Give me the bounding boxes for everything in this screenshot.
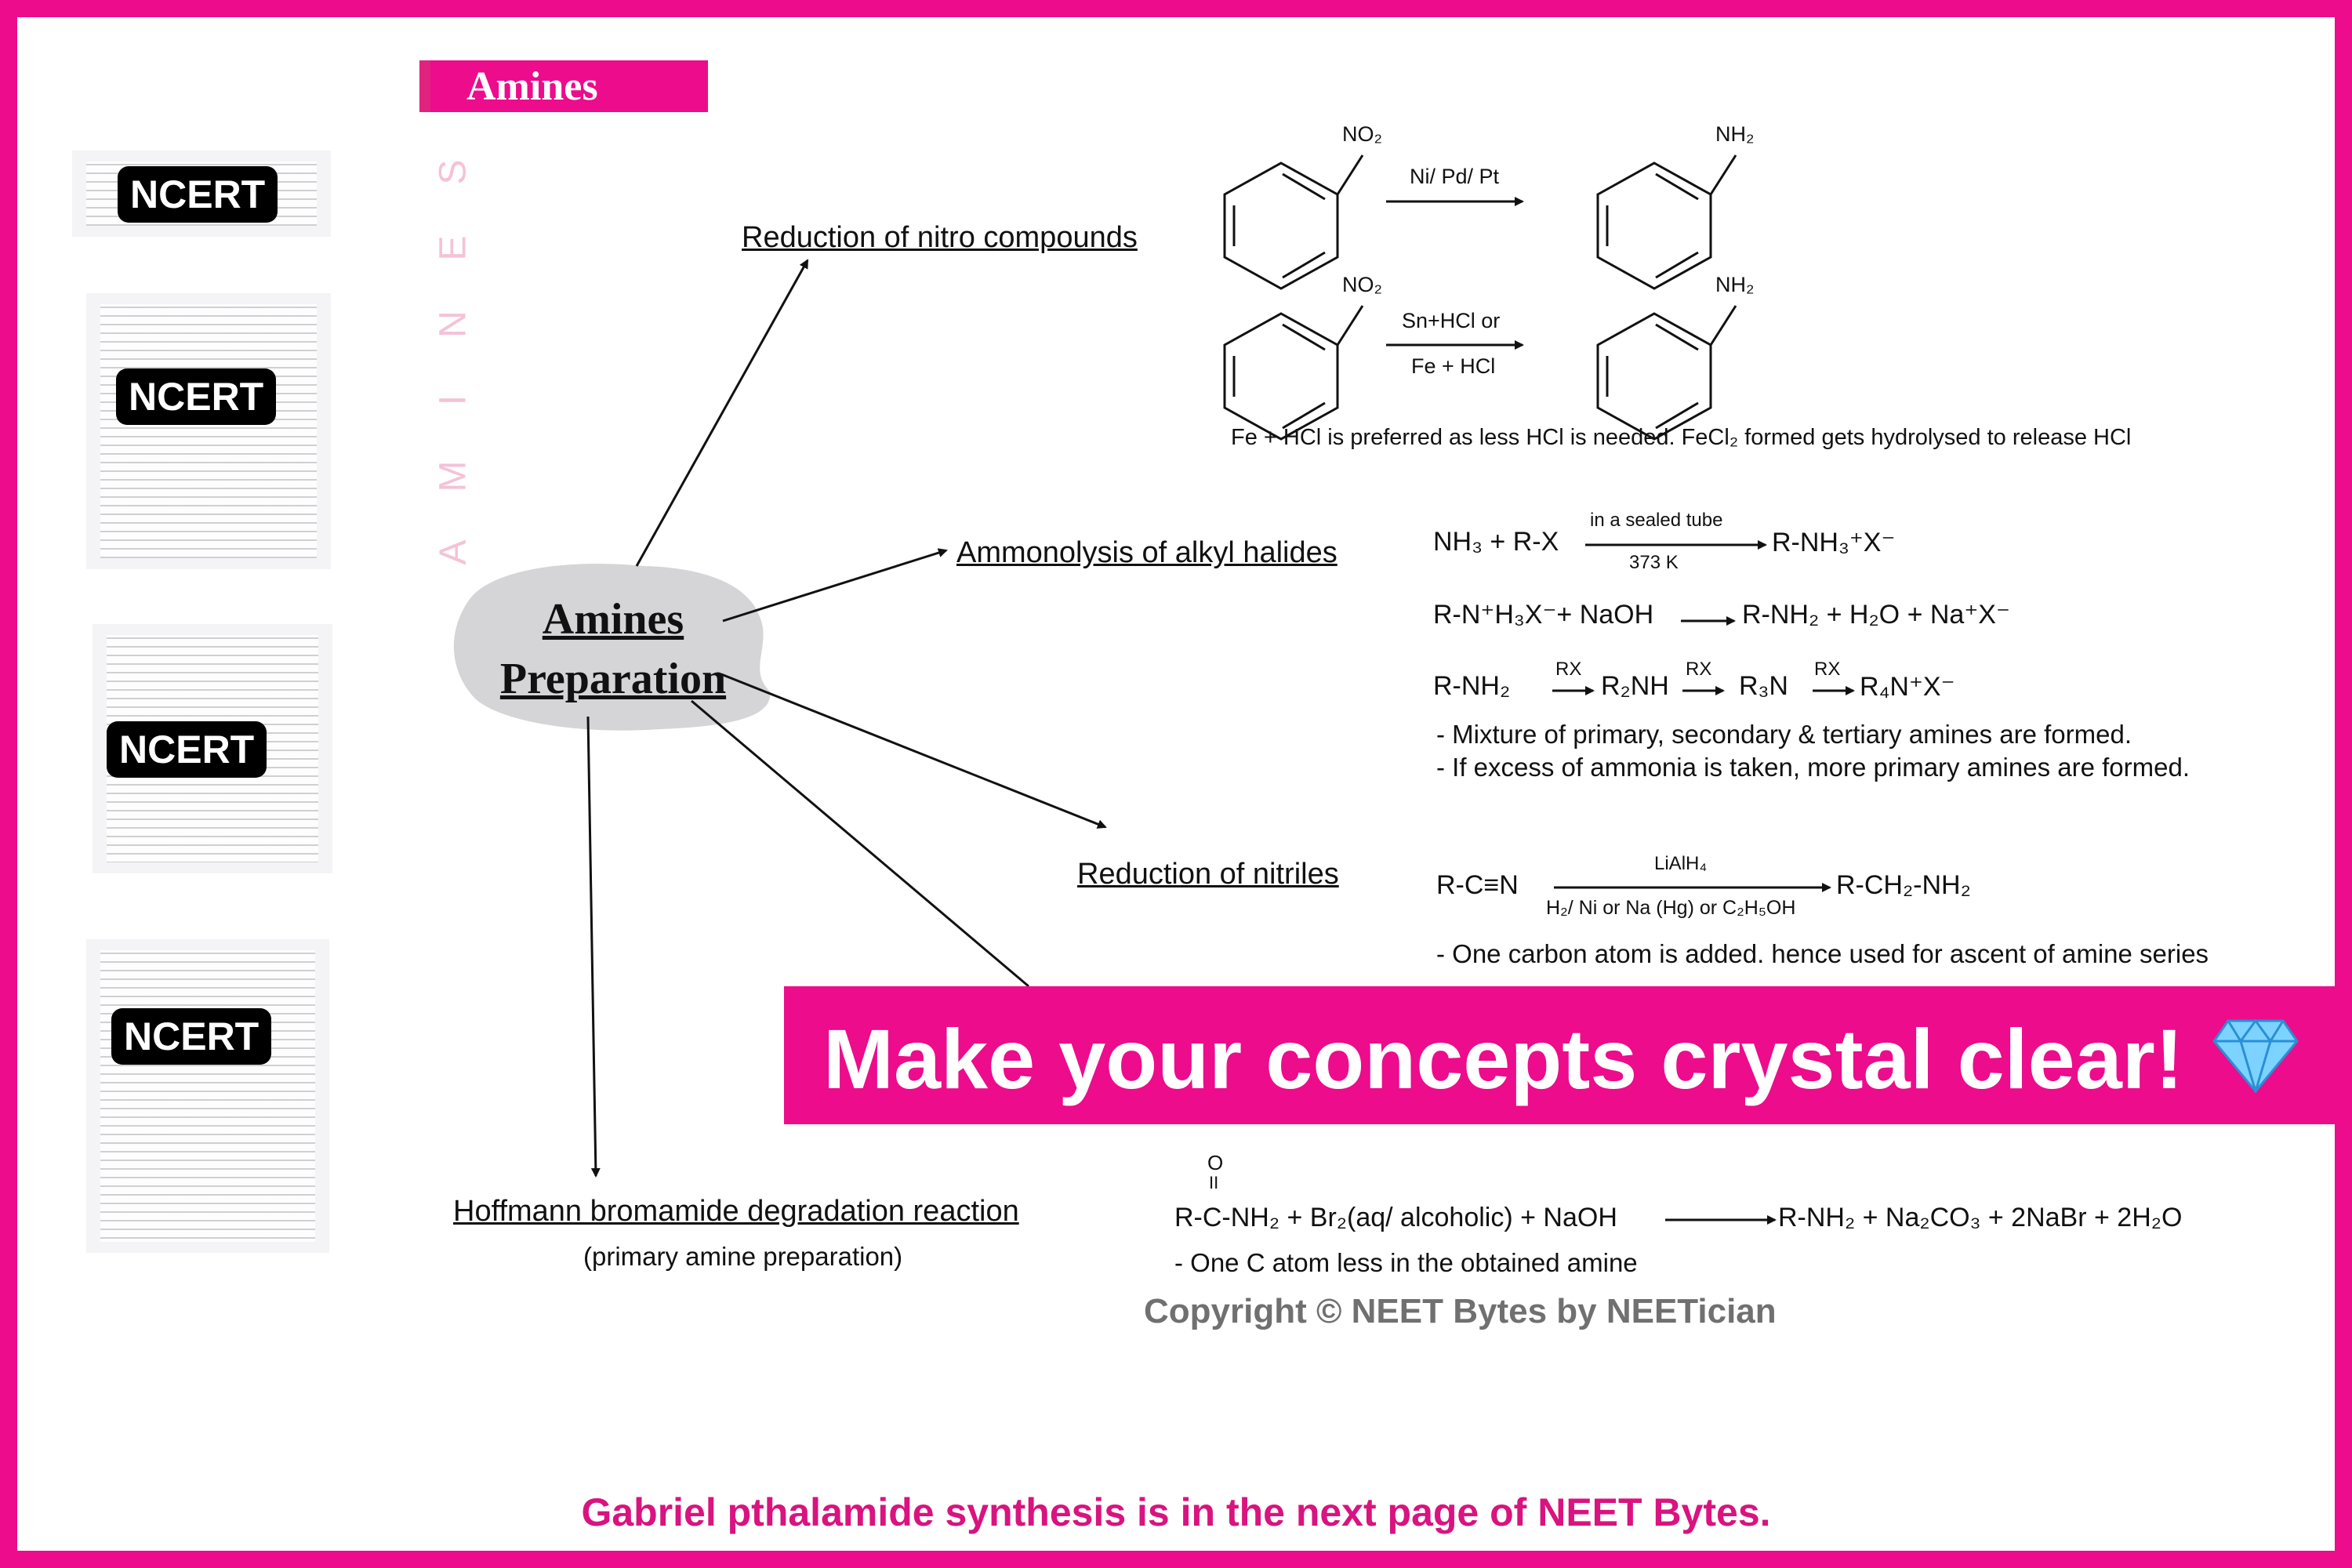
branch-title-nitriles: Reduction of nitriles [1077,858,1339,891]
nitro-group-label: NO₂ [1342,273,1382,296]
equation-left: NH₃ + R-X [1433,527,1559,557]
branch-title-nitro: Reduction of nitro compounds [742,221,1138,254]
reagent-label: Sn+HCl or [1402,309,1501,332]
equation-right: R-NH₃⁺X⁻ [1772,528,1896,557]
ncert-thumbnail-2[interactable] [86,293,331,569]
arrow-to-ammonolysis [722,548,948,622]
center-blob [453,564,771,731]
amine-species: R-NH₂ [1433,671,1511,701]
branch-title-ammonolysis: Ammonolysis of alkyl halides [956,536,1338,569]
branch-title-hoffmann: Hoffmann bromamide degradation reaction [453,1195,1019,1228]
banner-text: Make your concepts crystal clear! [823,1011,2183,1106]
benzene-ring [1596,154,1737,290]
equation-right: R-CH₂-NH₂ [1836,870,1971,900]
ncert-badge: NCERT [118,166,278,223]
reagent-label: Ni/ Pd/ Pt [1410,165,1500,188]
nitro-note: Fe + HCl is preferred as less HCl is nee… [1231,425,2132,450]
center-node: Amines Preparation [464,590,762,709]
condition-label: 373 K [1629,552,1679,573]
hoffmann-note: - One C atom less in the obtained amine [1174,1248,1638,1277]
benzene-ring [1596,305,1737,441]
equation-right: R-NH₂ + H₂O + Na⁺X⁻ [1742,600,2010,630]
mind-map-arrows [453,154,1855,1225]
amine-species: R₄N⁺X⁻ [1860,672,1955,702]
center-subtitle: Preparation [499,655,727,703]
copyright-text: Copyright © NEET Bytes by NEETician [1144,1292,1777,1330]
equation-left: R-C≡N [1436,870,1519,900]
center-title: Amines [542,595,684,644]
arrow-to-hoffmann [586,716,601,1178]
ammonolysis-note-2: - If excess of ammonia is taken, more pr… [1436,753,2190,782]
nitriles-note: - One carbon atom is added. hence used f… [1436,939,2209,968]
condition-label: LiAlH₄ [1654,853,1708,874]
amine-species: R₃N [1739,671,1788,701]
ncert-badge: NCERT [107,721,267,778]
page-canvas: Amines S E N I M A NCERT NCERT NCERT NCE… [17,17,2335,1551]
amine-group-label: NH₂ [1715,273,1755,296]
ammonolysis-note-1: - Mixture of primary, secondary & tertia… [1436,720,2132,749]
ncert-badge: NCERT [111,1008,272,1065]
arrow-to-nitro [635,259,809,567]
amine-group-label: NH₂ [1715,122,1755,146]
amine-species: R₂NH [1601,671,1669,701]
footer-note: Gabriel pthalamide synthesis is in the n… [581,1490,1771,1534]
equation-left: R-C-NH₂ + Br₂(aq/ alcoholic) + NaOH [1174,1203,1617,1232]
double-bond: II [1209,1173,1219,1192]
gem-icon [2212,1018,2299,1093]
ncert-thumbnail-4[interactable] [86,939,329,1253]
reagent-label: RX [1555,659,1582,680]
equation-right: R-NH₂ + Na₂CO₃ + 2NaBr + 2H₂O [1778,1203,2183,1232]
reagent-label: RX [1686,659,1712,680]
ncert-badge: NCERT [116,368,277,425]
carbonyl-oxygen: O [1207,1151,1224,1174]
reagent-label: Fe + HCl [1411,354,1496,378]
promo-banner: Make your concepts crystal clear! [784,986,2335,1124]
amines-header-tab: Amines [419,60,708,112]
benzene-ring [1223,305,1364,441]
benzene-ring [1223,154,1364,290]
reagent-label: RX [1814,659,1841,680]
nitro-group-label: NO₂ [1342,122,1382,146]
condition-label: H₂/ Ni or Na (Hg) or C₂H₅OH [1546,897,1796,919]
hoffmann-subtitle: (primary amine preparation) [583,1242,903,1271]
equation-left: R-N⁺H₃X⁻+ NaOH [1433,600,1654,630]
header-title: Amines [466,64,598,109]
condition-label: in a sealed tube [1590,510,1723,531]
arrow-to-nitriles [720,673,1107,829]
arrow-to-banner [691,699,1029,988]
